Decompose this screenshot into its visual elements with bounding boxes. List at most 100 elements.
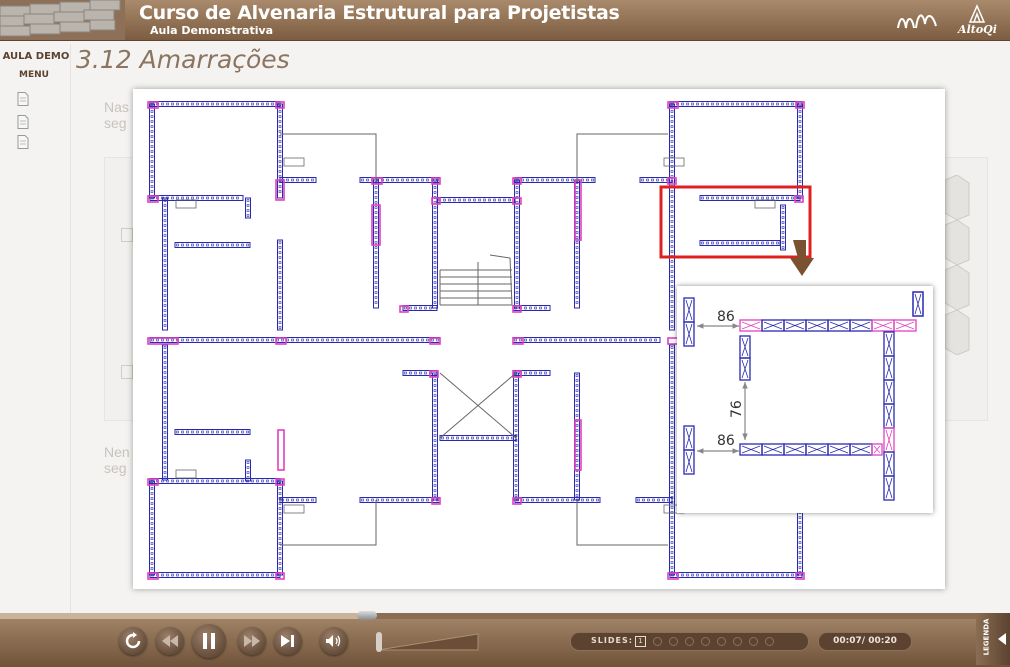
wall-block — [670, 150, 674, 153]
wall-block — [670, 140, 674, 143]
wall-block — [433, 409, 437, 412]
tie-block — [147, 478, 159, 486]
wall-block — [514, 424, 518, 427]
volume-handle[interactable] — [376, 632, 382, 652]
slide-indicator[interactable] — [749, 637, 758, 646]
wall-block — [374, 261, 378, 264]
wall-block — [791, 573, 794, 577]
wall-block — [433, 449, 437, 452]
wall-block — [301, 498, 304, 502]
pause-button[interactable] — [192, 624, 226, 658]
detail-block-x — [685, 323, 693, 345]
wall-block — [781, 236, 785, 239]
wall-block — [236, 573, 239, 577]
wall-block — [771, 241, 774, 245]
wall-block — [171, 479, 174, 483]
wall-block — [575, 389, 579, 392]
wall-block — [391, 178, 394, 182]
slide-indicator[interactable] — [765, 637, 774, 646]
slide-indicator[interactable] — [669, 637, 678, 646]
slide-indicator[interactable] — [653, 637, 662, 646]
wall-block — [278, 160, 282, 163]
wall-block — [211, 573, 214, 577]
wall-block — [311, 498, 314, 502]
wall-block — [451, 436, 454, 440]
rewind-button[interactable] — [156, 627, 184, 655]
wall-block — [716, 241, 719, 245]
wall-block — [150, 552, 154, 555]
wall-block — [761, 241, 764, 245]
tie-block — [275, 101, 285, 109]
wall-block — [670, 125, 674, 128]
next-button[interactable] — [274, 627, 302, 655]
background-text-line: seg — [104, 115, 127, 131]
document-icon[interactable] — [17, 92, 29, 106]
wall-block — [163, 244, 167, 247]
volume-button[interactable] — [320, 627, 348, 655]
wall-block — [624, 338, 627, 342]
wall-block — [271, 338, 274, 342]
document-icon[interactable] — [17, 135, 29, 149]
wall-block — [406, 498, 409, 502]
wall-block — [406, 338, 409, 342]
wall-block — [670, 240, 674, 243]
wall-block — [501, 436, 504, 440]
wall-block — [196, 102, 199, 106]
slide-indicator[interactable] — [717, 637, 726, 646]
tie-block — [574, 419, 582, 471]
wall-block — [670, 155, 674, 158]
wall-block — [433, 251, 437, 254]
wall-block — [163, 314, 167, 317]
slide-indicator[interactable] — [685, 637, 694, 646]
wall-block — [163, 239, 167, 242]
wall-block — [374, 191, 378, 194]
wall-block — [163, 406, 167, 409]
slide-indicator[interactable] — [733, 637, 742, 646]
wall-block — [670, 265, 674, 268]
wall-block — [246, 461, 250, 464]
wall-block — [514, 484, 518, 487]
legenda-tab[interactable]: LEGENDA — [976, 613, 1010, 665]
fast-forward-button[interactable] — [238, 627, 266, 655]
wall-block — [163, 199, 167, 202]
wall-block — [546, 178, 549, 182]
wall-block — [206, 573, 209, 577]
wall-block — [163, 466, 167, 469]
slide-indicator[interactable] — [701, 637, 710, 646]
wall-block — [575, 459, 579, 462]
document-icon[interactable] — [17, 114, 29, 130]
wall-block — [163, 209, 167, 212]
wall-block — [261, 479, 264, 483]
menu-button[interactable]: MENU — [19, 70, 49, 80]
wall-block — [637, 498, 640, 502]
wall-block — [411, 178, 414, 182]
wall-segment — [514, 179, 520, 309]
wall-block — [461, 436, 464, 440]
wall-block — [416, 178, 419, 182]
progress-track[interactable] — [0, 613, 1010, 619]
volume-slider[interactable] — [376, 630, 480, 654]
replay-button[interactable] — [119, 627, 147, 655]
wall-block — [429, 306, 432, 310]
wall-block — [670, 376, 674, 379]
wall-block — [374, 291, 378, 294]
wall-block — [515, 296, 519, 299]
wall-block — [251, 479, 254, 483]
dimension-arrowhead — [697, 448, 704, 454]
wall-block — [670, 536, 674, 539]
wall-segment — [279, 497, 317, 503]
progress-knob[interactable] — [357, 611, 377, 620]
wall-block — [711, 102, 714, 106]
slide-indicator-current[interactable]: 1 — [635, 636, 646, 647]
wall-block — [746, 102, 749, 106]
wall-block — [256, 102, 259, 106]
wall-block — [766, 102, 769, 106]
wall-block — [575, 291, 579, 294]
wall-block — [575, 444, 579, 447]
wall-block — [514, 474, 518, 477]
course-subtitle: Aula Demonstrativa — [150, 24, 274, 37]
wall-block — [426, 178, 429, 182]
wall-outline — [277, 239, 283, 331]
wall-block — [278, 276, 282, 279]
wall-block — [236, 479, 239, 483]
